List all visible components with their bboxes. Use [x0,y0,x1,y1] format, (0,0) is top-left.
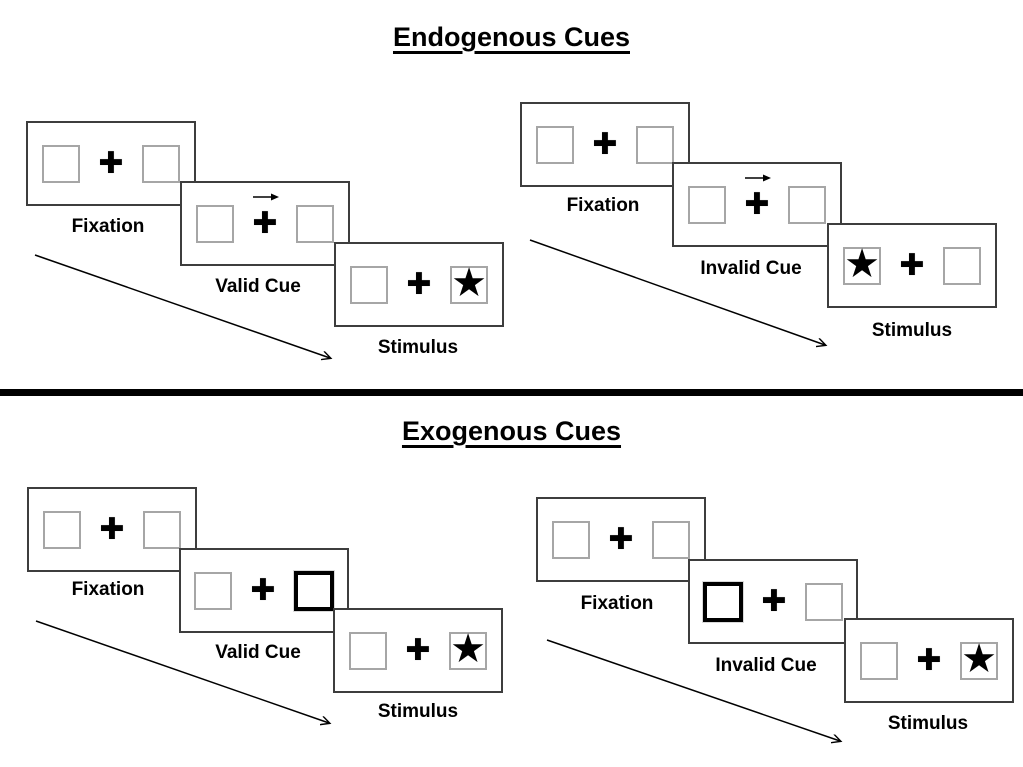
fixation-panel: ✚ [26,121,196,206]
left-box [350,265,388,304]
fixation-panel: ✚ [536,497,706,582]
panel-label-valid-cue: Valid Cue [215,642,301,663]
left-box [536,125,574,164]
panel-label-fixation: Fixation [71,579,145,600]
fixation-panel: ✚ [27,487,197,572]
left-box [43,510,81,549]
fixation-cross-icon: ✚ [592,126,618,162]
left-box [196,204,234,243]
panel-label-valid-cue: Valid Cue [215,276,301,297]
star-icon: ★ [450,625,486,672]
right-box [788,185,826,224]
right-box [143,510,181,549]
valid-cue-panel: ✚ [180,181,350,266]
section-title-exogenous: Exogenous Cues [0,416,1023,447]
right-box [296,204,334,243]
arrow-cue-icon [745,174,771,181]
fixation-cross-icon: ✚ [899,247,925,283]
section-title-endogenous: Endogenous Cues [0,22,1023,53]
stimulus-panel: ✚ ★ [334,242,504,327]
fixation-cross-icon: ✚ [99,511,125,547]
star-icon: ★ [844,240,880,287]
left-box [349,631,387,670]
fixation-cross-icon: ✚ [405,632,431,668]
fixation-cross-icon: ✚ [250,572,276,608]
left-box [42,144,80,183]
fixation-cross-icon: ✚ [98,145,124,181]
fixation-cross-icon: ✚ [744,186,770,222]
panel-label-invalid-cue: Invalid Cue [700,258,802,279]
right-box [142,144,180,183]
timeline-arrow-endogenous-invalid [529,239,825,345]
exogenous-title-text: Exogenous Cues [401,416,622,446]
left-box [688,185,726,224]
panel-label-fixation: Fixation [566,195,640,216]
left-box [860,641,898,680]
star-box: ★ [843,240,881,287]
right-box [652,520,690,559]
fixation-cross-icon: ✚ [252,205,278,241]
invalid-cue-panel: ✚ [672,162,842,247]
star-box: ★ [449,625,487,672]
endogenous-title-text: Endogenous Cues [392,22,630,52]
timeline-arrow-endogenous-valid [34,254,330,358]
stimulus-panel: ✚ ★ [333,608,503,693]
panel-label-stimulus: Stimulus [871,320,953,341]
star-icon: ★ [451,259,487,306]
star-icon: ★ [961,635,997,682]
section-divider-line [0,389,1023,396]
stimulus-panel: ✚ ★ [844,618,1014,703]
fixation-cross-icon: ✚ [761,583,787,619]
left-box [194,571,232,610]
invalid-cue-panel: ✚ [688,559,858,644]
panel-label-stimulus: Stimulus [887,713,969,734]
timeline-arrow-exogenous-valid [35,620,329,723]
panel-label-fixation: Fixation [580,593,654,614]
panel-label-invalid-cue: Invalid Cue [715,655,817,676]
star-box: ★ [960,635,998,682]
cue-highlight-box-right [294,570,334,611]
right-box [805,582,843,621]
stimulus-panel: ★ ✚ [827,223,997,308]
left-box [552,520,590,559]
panel-label-stimulus: Stimulus [377,701,459,722]
cue-highlight-box-left [703,581,743,622]
fixation-cross-icon: ✚ [608,521,634,557]
fixation-cross-icon: ✚ [916,642,942,678]
valid-cue-panel: ✚ [179,548,349,633]
right-box [943,246,981,285]
arrow-cue-icon [253,193,279,200]
star-box: ★ [450,259,488,306]
panel-label-stimulus: Stimulus [377,337,459,358]
panel-label-fixation: Fixation [71,216,145,237]
fixation-cross-icon: ✚ [406,266,432,302]
fixation-panel: ✚ [520,102,690,187]
right-box [636,125,674,164]
